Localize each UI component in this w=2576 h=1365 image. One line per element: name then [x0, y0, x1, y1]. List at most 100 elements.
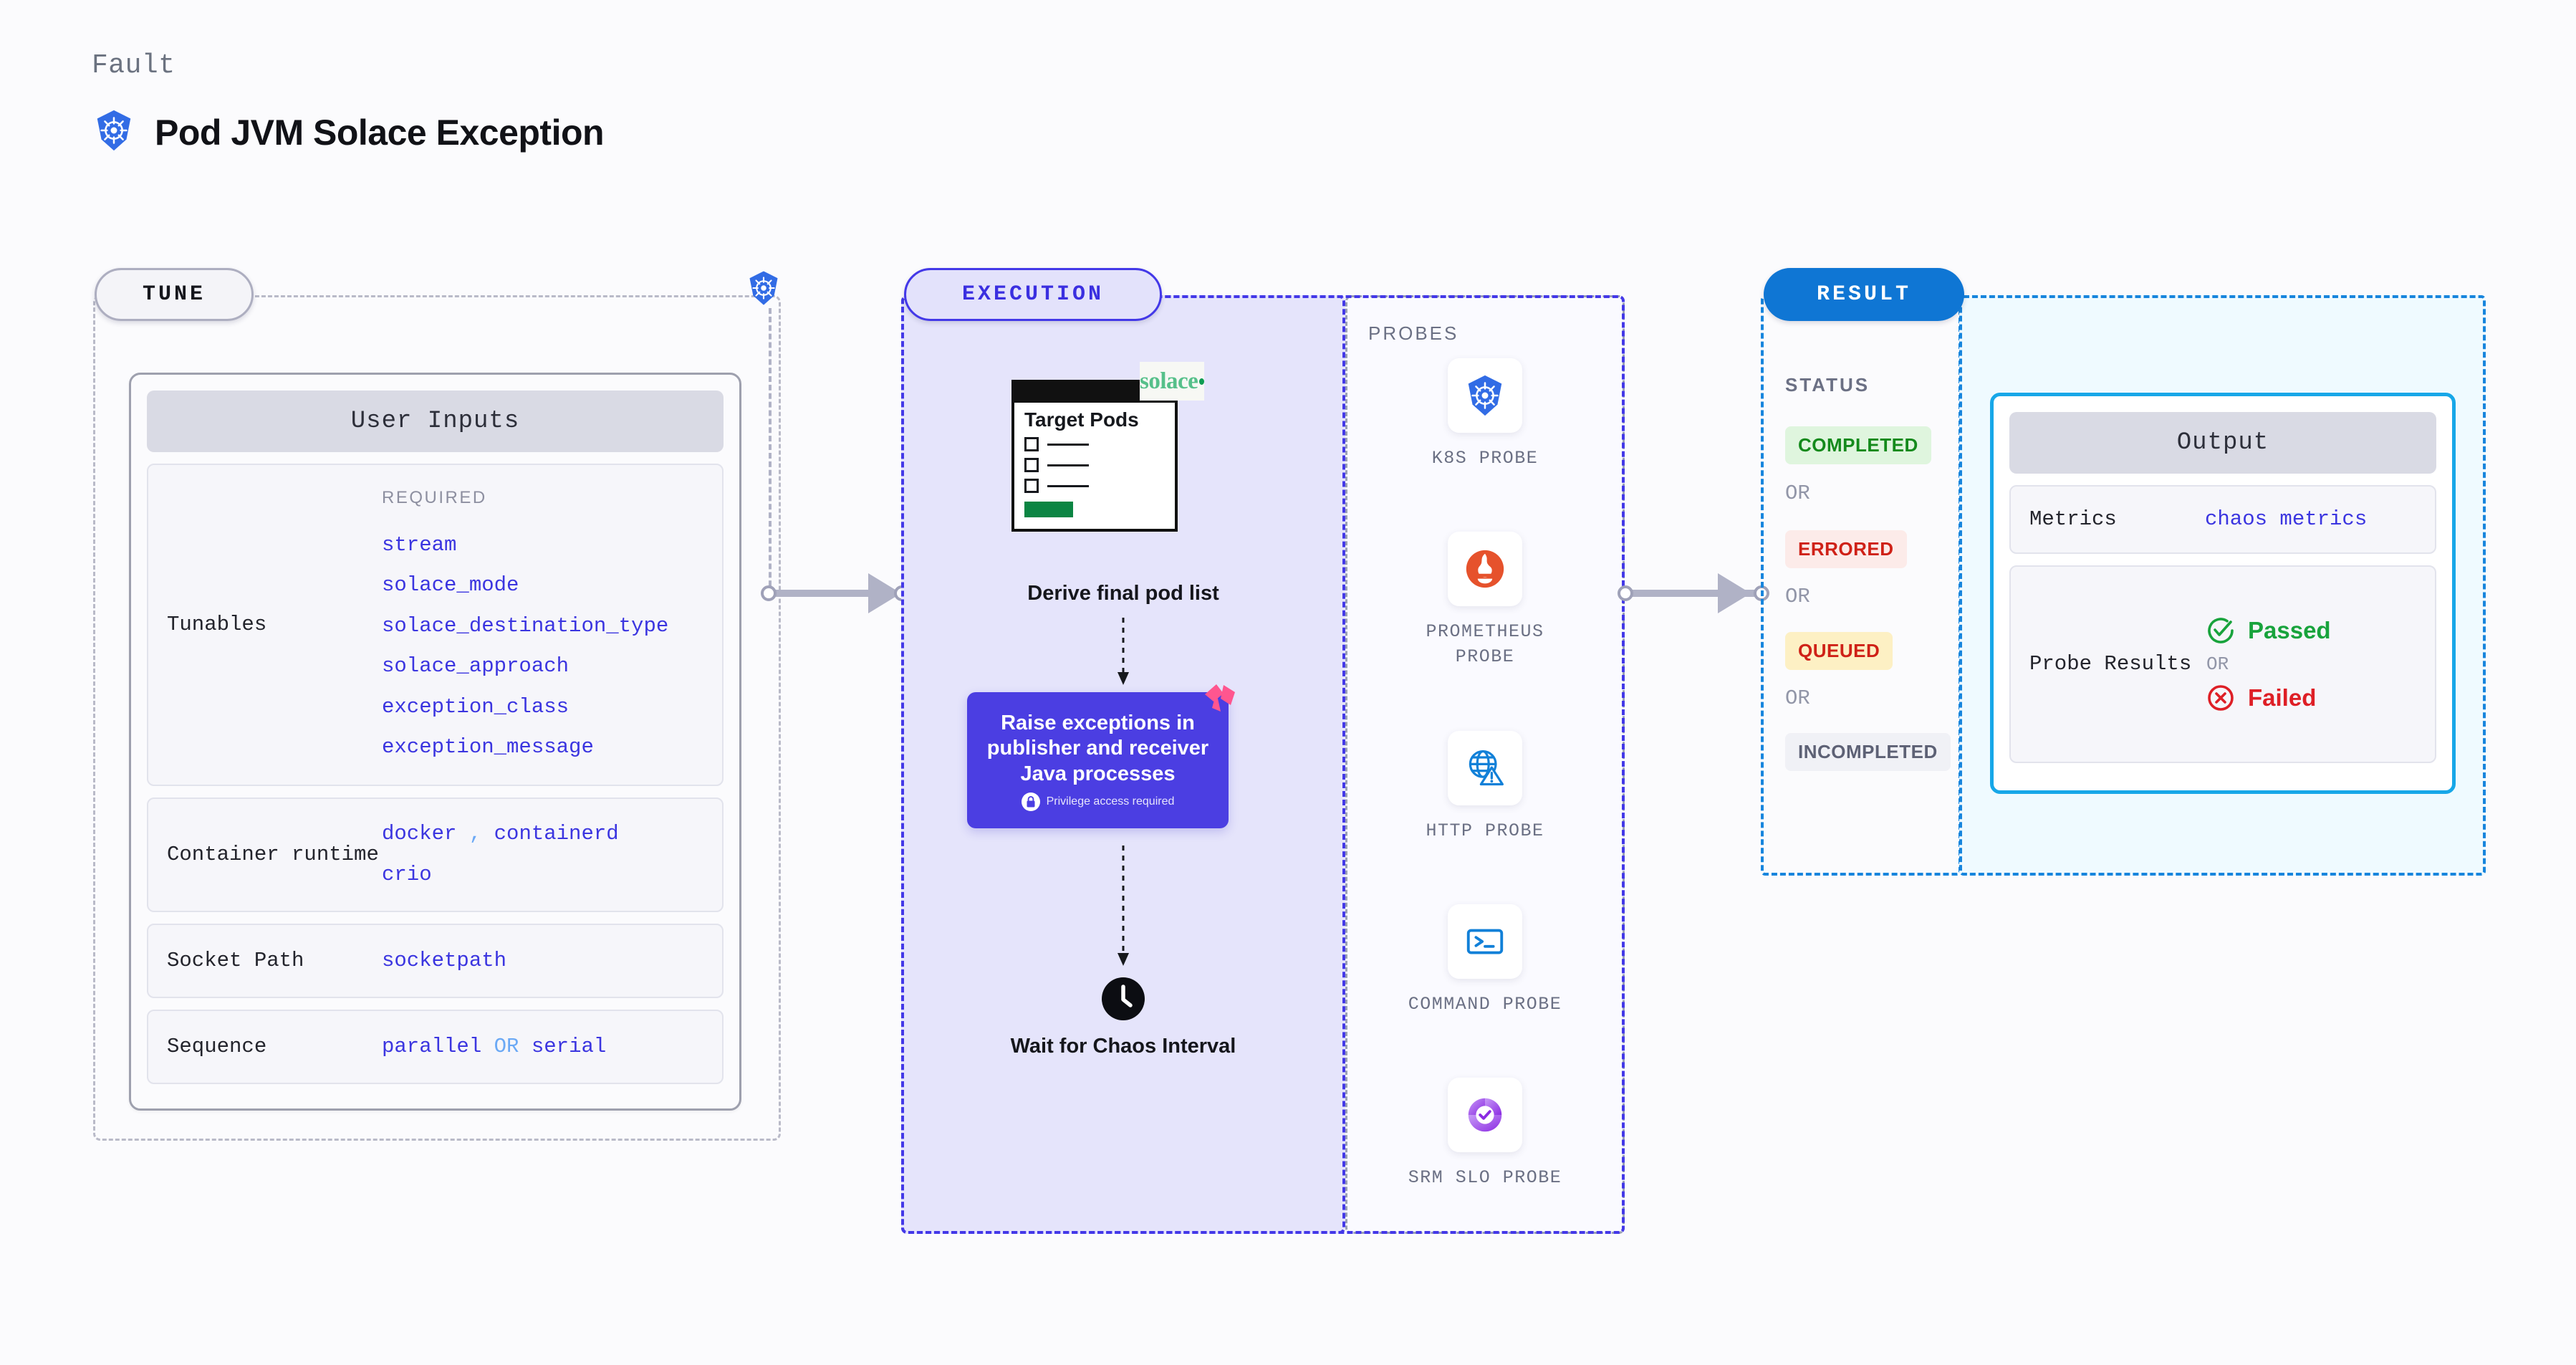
checkbox-icon[interactable]: [1024, 479, 1039, 494]
list-item: [1014, 437, 1175, 452]
probe-label: HTTP PROBE: [1426, 820, 1544, 841]
probe-label: COMMAND PROBE: [1408, 994, 1562, 1015]
placeholder-line: [1047, 484, 1089, 487]
lock-icon: [1021, 792, 1040, 812]
flow-arrow-down: [1118, 618, 1129, 685]
solace-logo: solace: [1140, 362, 1204, 401]
row-values-container-runtime: docker , containerd crio: [382, 814, 619, 895]
wait-for-chaos-interval-label: Wait for Chaos Interval: [1010, 1035, 1236, 1058]
probe-label: SRM SLO PROBE: [1408, 1167, 1562, 1188]
tunable-exception-message[interactable]: exception_message: [382, 735, 594, 760]
kubernetes-icon: [1468, 375, 1502, 416]
status-badge-errored: ERRORED: [1785, 530, 1907, 568]
solace-wordmark: solace: [1140, 368, 1198, 394]
probe-tile: [1448, 731, 1522, 805]
row-label-socket-path: Socket Path: [167, 949, 304, 973]
kubernetes-icon: [745, 269, 782, 310]
probe-tile: [1448, 904, 1522, 979]
flow-arrow-down: [1118, 846, 1129, 966]
derive-final-pod-list-label: Derive final pod list: [1027, 582, 1219, 605]
probe-failed-label: Failed: [2248, 684, 2317, 711]
table-row: Probe Results Passed OR Failed: [2009, 565, 2436, 763]
target-pods-title: Target Pods: [1024, 408, 1139, 431]
tunable-solace-destination-type[interactable]: solace_destination_type: [382, 613, 669, 638]
table-row: Tunables REQUIRED stream solace_mode sol…: [147, 464, 724, 786]
row-label-container-runtime: Container runtime: [167, 843, 379, 867]
placeholder-line: [1047, 464, 1089, 466]
privilege-note: Privilege access required: [1021, 792, 1174, 812]
probe-result-failed: Failed: [2205, 682, 2331, 714]
row-value-metrics[interactable]: chaos metrics: [2205, 507, 2368, 531]
sequence-serial[interactable]: serial: [531, 1034, 607, 1058]
connector-line: [769, 590, 912, 597]
check-circle-icon: [2208, 618, 2234, 643]
tunable-solace-approach[interactable]: solace_approach: [382, 654, 569, 679]
solace-dot-icon: [1199, 378, 1204, 385]
title-row: Pod JVM Solace Exception: [92, 108, 605, 156]
status-badge-queued: QUEUED: [1785, 632, 1893, 670]
raise-exceptions-step: Raise exceptions in publisher and receiv…: [967, 692, 1229, 828]
terminal-icon: [1466, 929, 1504, 954]
row-label-probe-results: Probe Results: [2029, 652, 2192, 676]
clock-icon: [1102, 977, 1145, 1020]
result-stage-badge[interactable]: RESULT: [1764, 268, 1964, 321]
prometheus-icon: [1466, 550, 1504, 588]
raise-exceptions-label: Raise exceptions in publisher and receiv…: [986, 711, 1209, 785]
fault-eyebrow-label: Fault: [92, 50, 176, 81]
sequence-separator: OR: [494, 1034, 519, 1058]
probe-tile: [1448, 358, 1522, 433]
probes-section-label: PROBES: [1368, 322, 1459, 344]
checkbox-icon[interactable]: [1024, 458, 1039, 473]
probe-srm-slo-probe[interactable]: SRM SLO PROBE: [1403, 1078, 1567, 1190]
runtime-docker[interactable]: docker: [382, 822, 457, 846]
tune-stage-container: [93, 295, 781, 1141]
table-row: Container runtime docker , containerd cr…: [147, 798, 724, 912]
probe-result-or-separator: OR: [2206, 653, 2229, 675]
output-title: Output: [2009, 412, 2436, 474]
probe-http-probe[interactable]: HTTP PROBE: [1403, 731, 1567, 843]
runtime-crio[interactable]: crio: [382, 863, 432, 886]
slo-donut-icon: [1468, 1098, 1502, 1132]
table-row: Socket Path socketpath: [147, 924, 724, 998]
probe-result-passed: Passed: [2205, 615, 2331, 646]
probe-tile: [1448, 1078, 1522, 1152]
tunable-exception-class[interactable]: exception_class: [382, 694, 569, 719]
output-card: Output Metrics chaos metrics Probe Resul…: [1990, 393, 2456, 794]
connector-line: [1625, 590, 1761, 597]
connector-arrowhead: [1718, 573, 1751, 613]
probe-prometheus-probe[interactable]: PROMETHEUS PROBE: [1403, 532, 1567, 669]
socket-path-value[interactable]: socketpath: [382, 948, 507, 972]
execution-stage-badge[interactable]: EXECUTION: [904, 268, 1162, 321]
page-title: Pod JVM Solace Exception: [155, 112, 605, 153]
checkbox-icon[interactable]: [1024, 437, 1039, 452]
target-pods-card: Target Pods: [1011, 380, 1178, 532]
runtime-containerd[interactable]: containerd: [494, 822, 619, 846]
globe-warning-icon: [1469, 749, 1504, 786]
row-label-sequence: Sequence: [167, 1035, 267, 1059]
connector-dot-start: [1618, 585, 1633, 601]
litmus-icon: [1205, 684, 1235, 712]
row-values-tunables: REQUIRED stream solace_mode solace_desti…: [382, 482, 668, 768]
placeholder-line: [1047, 443, 1089, 446]
x-circle-icon: [2208, 685, 2234, 711]
sequence-parallel[interactable]: parallel: [382, 1034, 482, 1058]
tunable-solace-mode[interactable]: solace_mode: [382, 573, 519, 598]
kubernetes-icon: [92, 108, 136, 156]
row-value-probe-results: Passed OR Failed: [2205, 615, 2331, 714]
status-or-separator: OR: [1785, 585, 1810, 608]
probe-command-probe[interactable]: COMMAND PROBE: [1403, 904, 1567, 1017]
row-label-tunables: Tunables: [167, 613, 267, 637]
row-label-metrics: Metrics: [2029, 507, 2117, 532]
probe-passed-label: Passed: [2248, 617, 2331, 643]
table-row: Sequence parallel OR serial: [147, 1010, 724, 1084]
connector-dot-start: [761, 585, 777, 601]
status-section-label: STATUS: [1785, 374, 1870, 396]
probe-label: PROMETHEUS PROBE: [1426, 621, 1544, 667]
status-or-separator: OR: [1785, 482, 1810, 505]
tune-stage-badge[interactable]: TUNE: [95, 268, 254, 321]
probe-k8s-probe[interactable]: K8S PROBE: [1403, 358, 1567, 471]
page-header: Fault Pod JVM Solace Exception: [92, 50, 605, 156]
tunable-stream[interactable]: stream: [382, 532, 457, 557]
list-item: [1014, 458, 1175, 473]
probe-tile: [1448, 532, 1522, 606]
